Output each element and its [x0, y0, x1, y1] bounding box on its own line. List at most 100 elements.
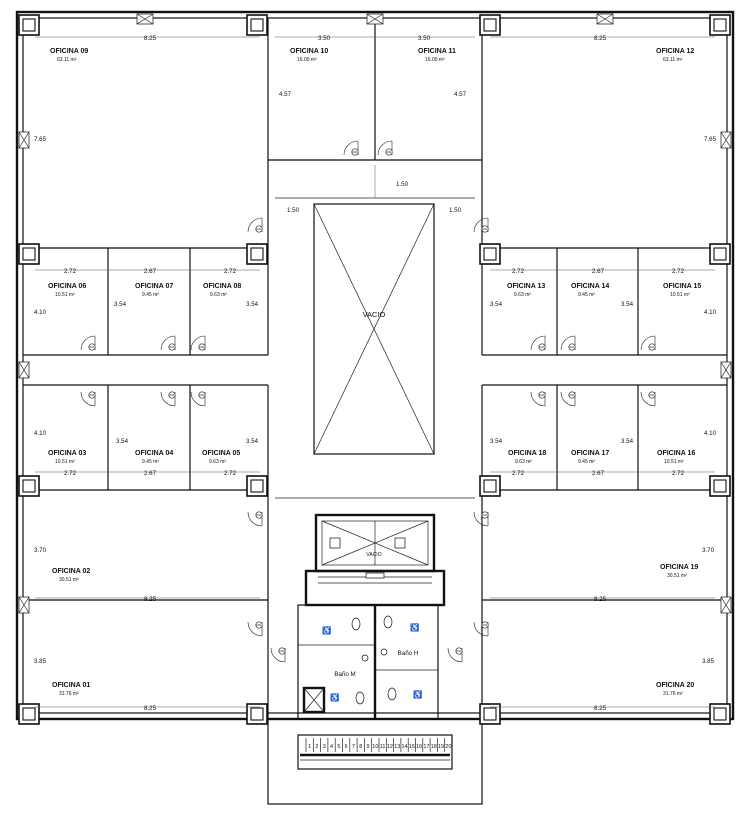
stair-step-number: 18: [431, 744, 437, 750]
door-code-label: D01: [199, 393, 205, 397]
stair-step-number: 1: [308, 744, 311, 750]
void-area: VACIO: [313, 203, 435, 455]
door-icon: D01: [530, 335, 546, 351]
door-icon: D01: [247, 511, 263, 527]
dim-office10-height: 4.57: [279, 91, 292, 98]
stairs: [297, 734, 453, 770]
door-code-label: D01: [279, 649, 285, 653]
stair-wing: [267, 718, 483, 805]
column-icon: [479, 703, 501, 725]
window-icon: [18, 131, 30, 149]
door-code-label: D01: [256, 513, 262, 517]
office-area: 9.45 m²: [142, 292, 159, 298]
void-label: VACIO: [363, 310, 386, 319]
door-icon: D01: [473, 217, 489, 233]
dim-o14-width: 2.67: [592, 268, 605, 275]
column-icon: [479, 475, 501, 497]
door-icon: D01: [80, 335, 96, 351]
dim-o17-height: 3.54: [621, 438, 634, 445]
column-icon: [479, 243, 501, 265]
door-code-label: D01: [256, 623, 262, 627]
office-name: OFICINA 14: [571, 283, 609, 290]
door-code-label: D01: [649, 393, 655, 397]
stair-step-number: 11: [380, 744, 386, 750]
dim-o20-width: 8.25: [594, 705, 607, 712]
office-name: OFICINA 09: [50, 48, 88, 55]
office-area: 31.76 m²: [663, 691, 683, 697]
dim-top-right: 8.25: [594, 35, 607, 42]
dim-o15-height: 4.10: [704, 309, 717, 316]
dim-o19-height: 3.70: [702, 547, 715, 554]
dim-o15-width: 2.72: [672, 268, 685, 275]
office-name: OFICINA 04: [135, 450, 173, 457]
door-icon: D01: [640, 335, 656, 351]
dimension-labels: 8.25 3.50 3.50 8.25 4.57 4.57 7.65 7.65 …: [34, 35, 717, 712]
window-icon: [720, 131, 732, 149]
dim-o01-height: 3.85: [34, 658, 47, 665]
door-code-label: D01: [569, 393, 575, 397]
dim-o03-height: 4.10: [34, 430, 47, 437]
column-icon: [246, 703, 268, 725]
door-code-label: D01: [482, 623, 488, 627]
office-name: OFICINA 07: [135, 283, 173, 290]
column-icon: [18, 475, 40, 497]
dim-o04-height: 3.54: [116, 438, 129, 445]
windows: [18, 13, 732, 614]
accessible-icon: ♿: [330, 693, 339, 702]
dim-o16-height: 4.10: [704, 430, 717, 437]
office-name: OFICINA 16: [657, 450, 695, 457]
stair-step-number: 5: [337, 744, 340, 750]
dim-o07-height: 3.54: [114, 301, 127, 308]
stair-step-number: 20: [445, 744, 451, 750]
office-area: 10.51 m²: [55, 292, 75, 298]
stair-step-number: 17: [423, 744, 429, 750]
office-area: 9.63 m²: [514, 292, 531, 298]
stair-step-number: 4: [330, 744, 333, 750]
dim-o02-width: 8.25: [144, 596, 157, 603]
office-name: OFICINA 10: [290, 48, 328, 55]
dim-o01-width: 8.25: [144, 705, 157, 712]
column-icon: [709, 475, 731, 497]
door-icon: D01: [247, 621, 263, 637]
column-icon: [18, 14, 40, 36]
stair-step-number: 13: [394, 744, 400, 750]
office-name: OFICINA 02: [52, 568, 90, 575]
office-area: 10.51 m²: [670, 292, 690, 298]
stair-step-number: 16: [416, 744, 422, 750]
window-icon: [366, 13, 384, 25]
column-icon: [18, 243, 40, 265]
office-area: 9.45 m²: [142, 459, 159, 465]
window-icon: [720, 361, 732, 379]
door-code-label: D01: [539, 345, 545, 349]
office-name: OFICINA 01: [52, 682, 90, 689]
office-area: 63.11 m²: [663, 57, 683, 63]
door-code-label: D01: [89, 393, 95, 397]
door-code-label: D01: [386, 150, 392, 154]
bathroom-men-label: Baño H: [398, 650, 419, 657]
door-code-label: D01: [482, 227, 488, 231]
office-name: OFICINA 05: [202, 450, 240, 457]
office-area: 16.00 m²: [297, 57, 317, 63]
stair-step-number: 9: [367, 744, 370, 750]
column-icon: [246, 243, 268, 265]
office-name: OFICINA 11: [418, 48, 456, 55]
door-icon: D01: [560, 391, 576, 407]
dim-o05-width: 2.72: [224, 470, 237, 477]
door-icon: D01: [473, 621, 489, 637]
stair-step-number: 12: [387, 744, 393, 750]
small-void-label: VACIO: [366, 552, 381, 558]
column-icon: [246, 14, 268, 36]
stair-step-number: 7: [352, 744, 355, 750]
stair-step-number: 15: [409, 744, 415, 750]
door-code-label: D01: [482, 513, 488, 517]
door-icon: D01: [160, 391, 176, 407]
dim-o06-width: 2.72: [64, 268, 77, 275]
dim-corridor-top: 1.50: [396, 181, 409, 188]
window-icon: [18, 361, 30, 379]
dim-o02-height: 3.70: [34, 547, 47, 554]
office-area: 16.00 m²: [425, 57, 445, 63]
office-name: OFICINA 12: [656, 48, 694, 55]
